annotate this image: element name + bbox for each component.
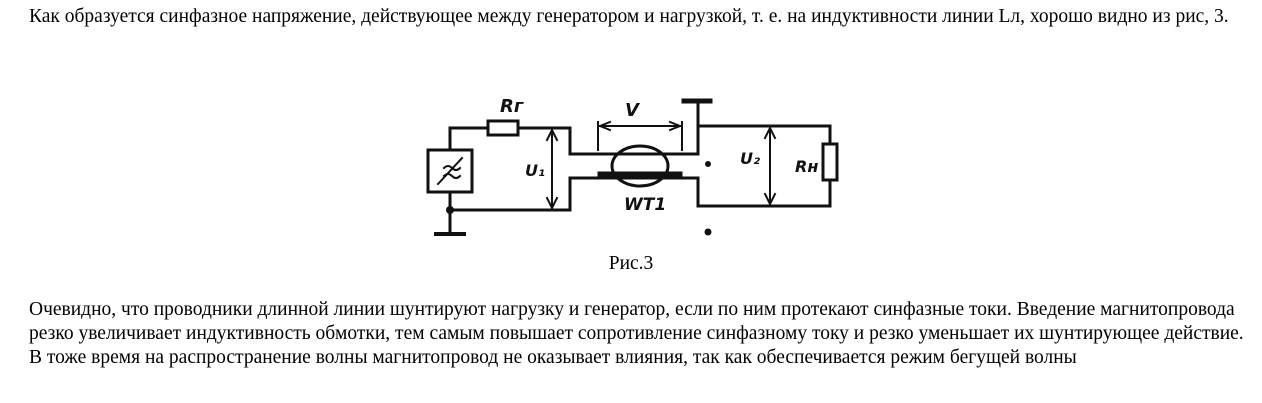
transformer-core: [610, 144, 670, 188]
label-v: V: [625, 100, 641, 121]
label-u2: U₂: [740, 149, 760, 168]
label-wt1: WT1: [624, 195, 666, 215]
label-u1: U₁: [525, 161, 545, 180]
intro-paragraph: Как образуется синфазное напряжение, дей…: [29, 6, 1229, 27]
explanation-paragraph: Очевидно, что проводники длинной линии ш…: [29, 299, 1244, 368]
circuit-diagram: Rг V U₁ U₂ Rн WT1: [426, 96, 839, 236]
label-rn: Rн: [795, 157, 818, 176]
label-rg: Rг: [500, 96, 524, 117]
resistor-rn: [821, 142, 839, 182]
circuit-figure: Rг V U₁ U₂ Rн WT1: [420, 92, 860, 244]
resistor-rg: [486, 119, 520, 137]
figure-caption: Рис.3: [608, 253, 654, 274]
